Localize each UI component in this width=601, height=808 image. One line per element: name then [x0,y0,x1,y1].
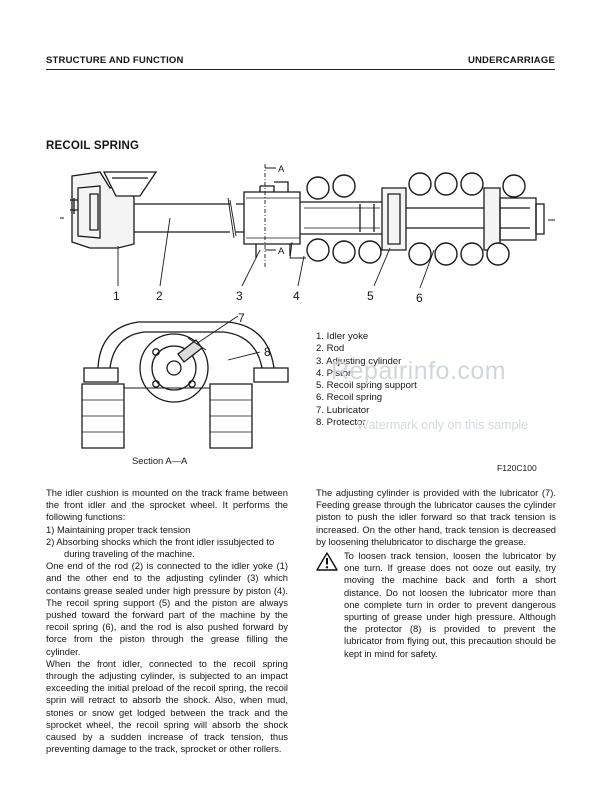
callout-7: 7 [238,311,245,325]
section-caption: Section A—A [132,455,188,466]
callout-5: 5 [367,289,374,303]
legend-item: 8. Protector [316,417,366,429]
callout-6: 6 [416,291,423,305]
watermark-logo: Repairinfo.com [331,357,507,385]
legend-item: 5. Recoil spring support [316,380,417,392]
function-item-1: 1) Maintaining proper track tension [46,523,191,535]
lubricator-paragraph: The adjusting cylinder is provided with … [316,487,556,547]
legend-item: 2. Rod [316,343,345,355]
section-mark-bottom: A [278,246,285,257]
callout-2: 2 [156,289,163,303]
legend-item: 3. Adjusting cylinder [316,355,402,367]
left-text-column: The idler cushion is mounted on the trac… [46,487,288,755]
callout-4: 4 [293,289,300,303]
intro-paragraph: The idler cushion is mounted on the trac… [46,487,288,523]
right-text-column: The adjusting cylinder is provided with … [316,487,556,660]
legend-item: 1. Idler yoke [316,331,369,342]
function-item-2: 2) Absorbing shocks which the front idle… [46,535,275,560]
recoil-spring-assembly-drawing: 1 2 3 4 5 6 A A [60,164,555,305]
watermark-notice: Watermark only on this sample [357,418,529,432]
parts-legend: 1. Idler yoke 2. Rod 3. Adjusting cylind… [316,331,417,429]
section-title: RECOIL SPRING [46,140,140,152]
header-section-label: STRUCTURE AND FUNCTION [46,55,184,66]
operation-paragraph: When the front idler, connected to the r… [46,657,288,755]
legend-item: 6. Recoil spring [316,392,383,404]
callout-3: 3 [236,289,243,303]
structure-paragraph: One end of the rod (2) is connected to t… [46,560,288,657]
section-mark-top: A [278,164,285,175]
section-a-a-drawing: 7 8 [81,311,289,449]
caution-text: To loosen track tension, loosen the lubr… [344,550,556,659]
callout-1: 1 [113,289,120,303]
callout-8: 8 [264,345,271,359]
legend-item: 7. Lubricator [316,404,370,416]
header-chapter-label: UNDERCARRIAGE [467,55,555,66]
header-rule [46,69,555,70]
caution-block: To loosen track tension, loosen the lubr… [316,550,556,660]
warning-triangle-icon [316,552,338,571]
legend-item: 4. Piston [316,367,354,379]
figure-reference: F120C100 [497,463,537,473]
